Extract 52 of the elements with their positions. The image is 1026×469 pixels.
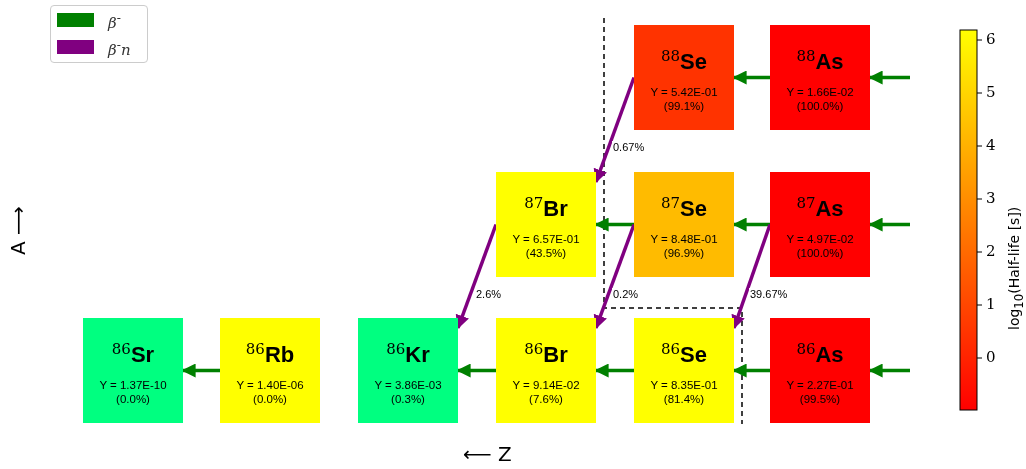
nuclide-box: [83, 318, 183, 423]
nuclide-box: [634, 318, 734, 423]
nuclide-symbol: $^{88}$As: [795, 47, 845, 76]
axis-label: A ⟶: [6, 206, 30, 255]
nuclide-box: [496, 318, 596, 423]
nuclide-symbol: $^{86}$Kr: [385, 340, 431, 369]
decay-arrow: [731, 223, 772, 330]
tick-label: 2: [986, 242, 996, 260]
decay-arrow: [593, 76, 636, 184]
yield-text: Y = 4.97E-02 (100.0%): [785, 232, 855, 260]
yield-text: Y = 9.14E-02 (7.6%): [511, 378, 581, 406]
yield-text: Y = 3.86E-03 (0.3%): [373, 378, 443, 406]
legend-text: β$^{-}$: [108, 10, 121, 32]
nuclide-box: [358, 318, 458, 423]
nuclide-box: [634, 25, 734, 130]
tick-label: 5: [986, 83, 996, 101]
yield-text: Y = 1.66E-02 (100.0%): [785, 85, 855, 113]
yield-text: Y = 8.48E-01 (96.9%): [649, 232, 719, 260]
nuclide-symbol: $^{87}$As: [795, 194, 845, 223]
nuclide-box: [220, 318, 320, 423]
edge-label: 0.67%: [612, 141, 646, 154]
tick-label: 6: [986, 30, 996, 48]
decay-arrow: [455, 223, 498, 330]
edge-label: 2.6%: [475, 288, 503, 301]
tick-label: 0: [986, 348, 996, 366]
nuclide-box: [770, 25, 870, 130]
yield-text: Y = 1.37E-10 (0.0%): [98, 378, 168, 406]
nuclide-box: [496, 172, 596, 277]
nuclide-symbol: $^{86}$Sr: [110, 340, 156, 369]
nuclide-box: [770, 172, 870, 277]
nuclide-symbol: $^{86}$Rb: [244, 340, 296, 369]
decay-arrow: [593, 223, 636, 330]
nuclide-symbol: $^{86}$As: [795, 340, 845, 369]
legend-text: β$^{-}$n: [108, 37, 131, 59]
tick-label: 3: [986, 189, 996, 207]
yield-text: Y = 8.35E-01 (81.4%): [649, 378, 719, 406]
yield-text: Y = 2.27E-01 (99.5%): [785, 378, 855, 406]
edge-label: 0.2%: [612, 288, 640, 301]
axis-label: ⟵ Z: [463, 442, 512, 466]
nuclide-symbol: $^{86}$Br: [523, 340, 569, 369]
tick-label: 1: [986, 295, 996, 313]
nuclide-symbol: $^{86}$Se: [660, 340, 708, 369]
edge-label: 39.67%: [749, 288, 789, 301]
nuclide-symbol: $^{87}$Se: [660, 194, 708, 223]
tick-label: 4: [986, 136, 996, 154]
nuclide-box: [634, 172, 734, 277]
yield-text: Y = 1.40E-06 (0.0%): [235, 378, 305, 406]
yield-text: Y = 6.57E-01 (43.5%): [511, 232, 581, 260]
yield-text: Y = 5.42E-01 (99.1%): [649, 85, 719, 113]
nuclide-symbol: $^{87}$Br: [523, 194, 569, 223]
nuclide-symbol: $^{88}$Se: [660, 47, 708, 76]
nuclide-box: [770, 318, 870, 423]
